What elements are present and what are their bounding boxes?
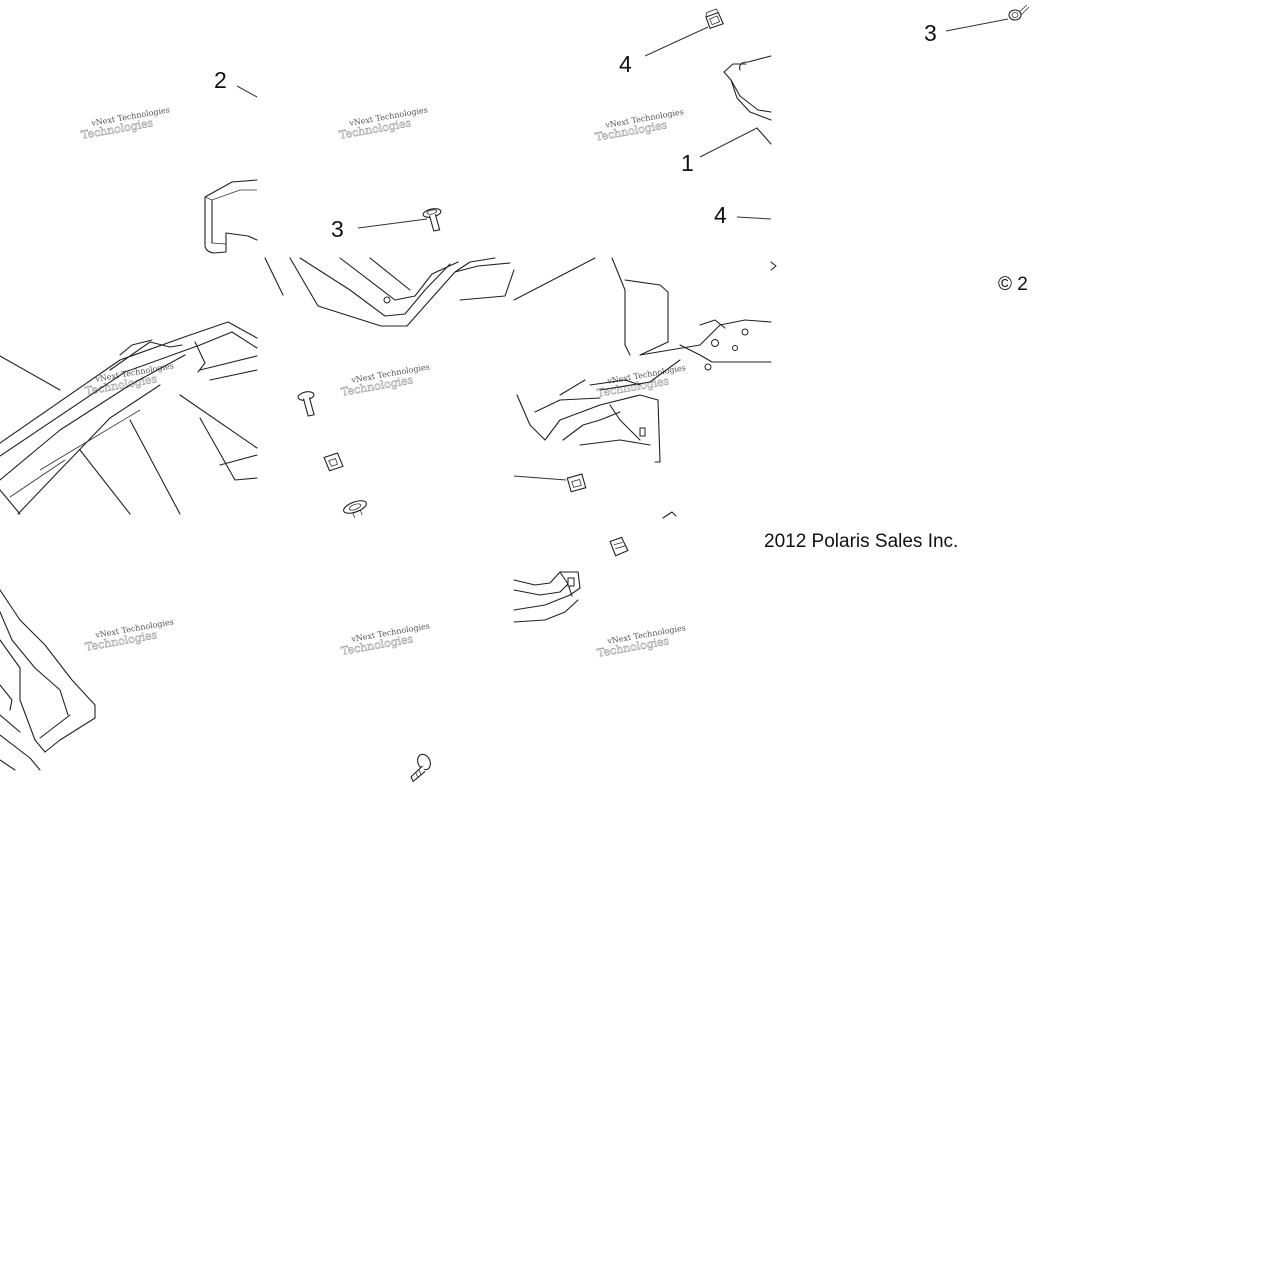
guard-plate-part — [264, 257, 515, 327]
watermark: vNext Technologies Technologies — [80, 105, 171, 142]
bumper-part — [0, 589, 96, 771]
tile-top-left — [204, 85, 258, 254]
clip-nut-part — [705, 8, 725, 30]
clip-nut-part — [566, 473, 587, 493]
watermark: vNext Technologies Technologies — [596, 623, 687, 660]
tile-top-center — [357, 208, 442, 232]
watermark: vNext Technologies Technologies — [338, 105, 429, 142]
tile-mid-center — [264, 257, 515, 518]
tile-bottom-left — [0, 589, 96, 771]
bolt-part — [297, 391, 315, 417]
tile-bottom-center — [410, 753, 431, 783]
washer-part — [1008, 4, 1030, 21]
tile-bottom-right — [513, 536, 629, 623]
clip-nut-part — [323, 452, 344, 472]
skid-plate-part — [0, 321, 258, 515]
watermark: vNext Technologies Technologies — [340, 362, 431, 399]
tile-mid-left — [0, 321, 258, 515]
watermark: vNext Technologies Technologies — [596, 363, 687, 400]
callout-4-mid: 4 — [714, 202, 727, 228]
callout-4-top: 4 — [619, 51, 632, 77]
callouts: 2 4 1 3 3 4 — [214, 20, 937, 242]
watermark: vNext Technologies Technologies — [340, 621, 431, 658]
clip-part — [609, 536, 629, 557]
tile-top-right — [644, 8, 772, 220]
push-rivet-part — [343, 500, 367, 518]
bracket-part — [204, 179, 258, 254]
tile-far-right — [945, 4, 1030, 32]
callout-3-right: 3 — [924, 20, 937, 46]
callout-3-center: 3 — [331, 216, 344, 242]
callout-2: 2 — [214, 67, 227, 93]
watermark: vNext Technologies Technologies — [84, 617, 175, 654]
bolt-part — [422, 208, 442, 232]
watermarks: vNext Technologies Technologies vNext Te… — [80, 105, 687, 660]
frame-bracket-part — [513, 257, 777, 463]
tile-mid-right — [513, 257, 777, 519]
copyright-fragment-bottom: 2012 Polaris Sales Inc. — [764, 531, 958, 552]
watermark: vNext Technologies Technologies — [594, 107, 685, 144]
callout-1: 1 — [681, 150, 694, 176]
bracket-end-part — [513, 571, 581, 623]
bolt-part — [410, 753, 431, 783]
copyright-fragment-top: © 2 — [998, 274, 1028, 295]
